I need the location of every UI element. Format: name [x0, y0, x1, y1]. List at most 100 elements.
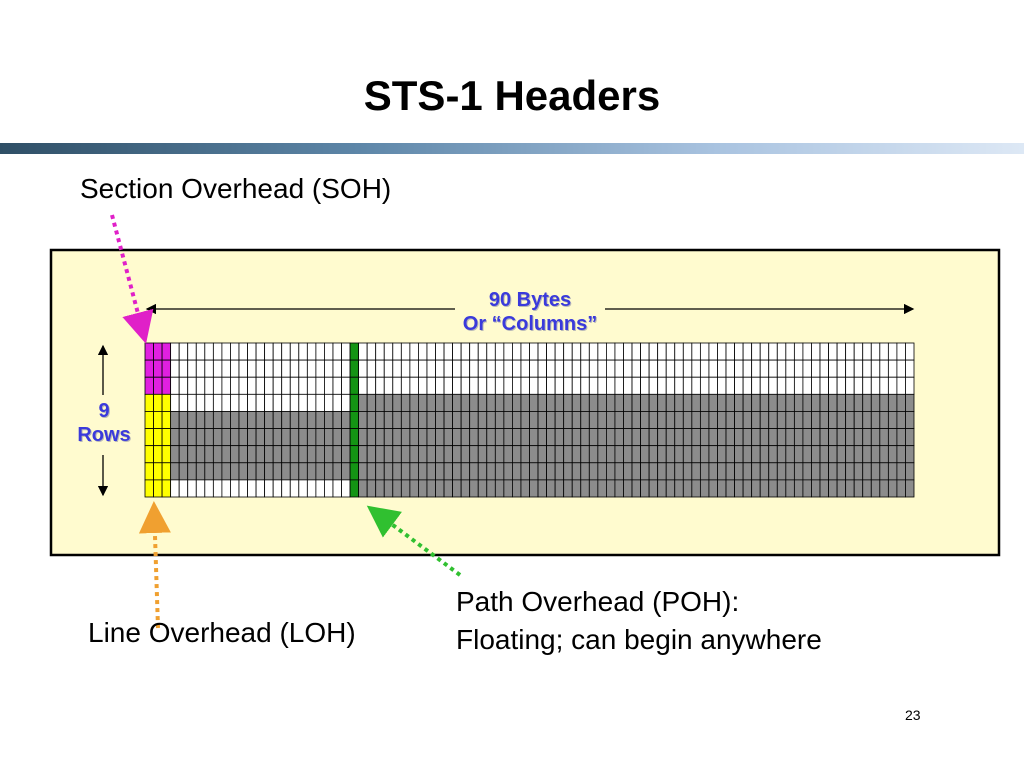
payload-cell: [836, 445, 847, 464]
payload-cell: [221, 445, 231, 464]
payload-cell: [221, 411, 231, 429]
payload-cell: [400, 342, 411, 361]
payload-cell: [494, 428, 505, 447]
payload-cell: [751, 393, 761, 412]
payload-cell: [836, 462, 847, 481]
payload-cell: [614, 376, 624, 395]
payload-cell: [751, 462, 761, 481]
loh-cell: [161, 393, 172, 412]
payload-cell: [264, 342, 274, 361]
payload-cell: [691, 359, 701, 378]
payload-cell: [563, 393, 573, 412]
payload-cell: [657, 359, 667, 378]
payload-cell: [281, 462, 291, 481]
payload-cell: [264, 428, 274, 447]
payload-cell: [289, 359, 300, 378]
payload-cell: [759, 479, 770, 498]
payload-cell: [682, 462, 693, 481]
payload-cell: [699, 411, 710, 429]
payload-cell: [298, 393, 308, 412]
payload-cell: [606, 479, 616, 498]
payload-cell: [272, 376, 283, 395]
payload-cell: [691, 428, 701, 447]
payload-cell: [264, 411, 274, 429]
payload-cell: [230, 411, 240, 429]
payload-cell: [494, 411, 505, 429]
payload-cell: [392, 479, 402, 498]
payload-cell: [409, 462, 419, 481]
loh-cell: [144, 479, 154, 498]
payload-cell: [751, 376, 761, 395]
payload-cell: [426, 445, 436, 464]
payload-cell: [896, 445, 906, 464]
payload-cell: [187, 479, 197, 498]
payload-cell: [477, 462, 488, 481]
payload-cell: [195, 393, 206, 412]
payload-cell: [512, 479, 522, 498]
payload-cell: [212, 479, 223, 498]
payload-cell: [170, 342, 180, 361]
payload-cell: [520, 393, 530, 412]
payload-cell: [187, 393, 197, 412]
payload-cell: [751, 445, 761, 464]
payload-cell: [460, 359, 471, 378]
payload-cell: [469, 445, 479, 464]
payload-cell: [332, 411, 342, 429]
payload-cell: [580, 428, 590, 447]
payload-cell: [759, 445, 770, 464]
payload-cell: [554, 393, 565, 412]
payload-cell: [486, 428, 496, 447]
payload-cell: [862, 342, 872, 361]
payload-cell: [853, 393, 864, 412]
payload-cell: [588, 376, 599, 395]
loh-label: Line Overhead (LOH): [88, 617, 356, 648]
soh-cell: [153, 342, 163, 361]
soh-label: Section Overhead (SOH): [80, 173, 392, 204]
payload-cell: [264, 393, 274, 412]
payload-cell: [170, 428, 180, 447]
payload-cell: [751, 428, 761, 447]
payload-cell: [358, 428, 368, 447]
payload-cell: [358, 445, 368, 464]
payload-cell: [759, 376, 770, 395]
payload-cell: [409, 393, 419, 412]
payload-cell: [418, 462, 428, 481]
payload-cell: [315, 411, 325, 429]
payload-cell: [905, 411, 915, 429]
payload-cell: [862, 428, 872, 447]
payload-cell: [554, 376, 565, 395]
payload-cell: [785, 376, 795, 395]
payload-cell: [802, 342, 812, 361]
payload-cell: [306, 342, 317, 361]
payload-cell: [546, 393, 556, 412]
payload-cell: [298, 411, 308, 429]
payload-cell: [324, 462, 334, 481]
columns-label-line2: Or “Columns”: [462, 313, 598, 335]
payload-cell: [255, 359, 266, 378]
payload-cell: [665, 445, 676, 464]
payload-cell: [546, 445, 556, 464]
payload-cell: [828, 393, 838, 412]
payload-cell: [793, 462, 804, 481]
payload-cell: [306, 393, 317, 412]
payload-cell: [255, 376, 266, 395]
payload-cell: [315, 342, 325, 361]
payload-cell: [725, 479, 735, 498]
payload-cell: [819, 428, 829, 447]
payload-cell: [537, 479, 547, 498]
payload-cell: [520, 445, 530, 464]
payload-cell: [879, 376, 889, 395]
payload-cell: [383, 376, 394, 395]
loh-cell: [161, 462, 172, 481]
payload-cell: [289, 428, 300, 447]
payload-cell: [691, 376, 701, 395]
payload-cell: [221, 462, 231, 481]
payload-cell: [862, 393, 872, 412]
payload-cell: [862, 376, 872, 395]
payload-cell: [426, 359, 436, 378]
payload-cell: [623, 342, 633, 361]
payload-cell: [674, 462, 684, 481]
payload-cell: [486, 479, 496, 498]
payload-cell: [452, 445, 462, 464]
payload-cell: [734, 462, 744, 481]
